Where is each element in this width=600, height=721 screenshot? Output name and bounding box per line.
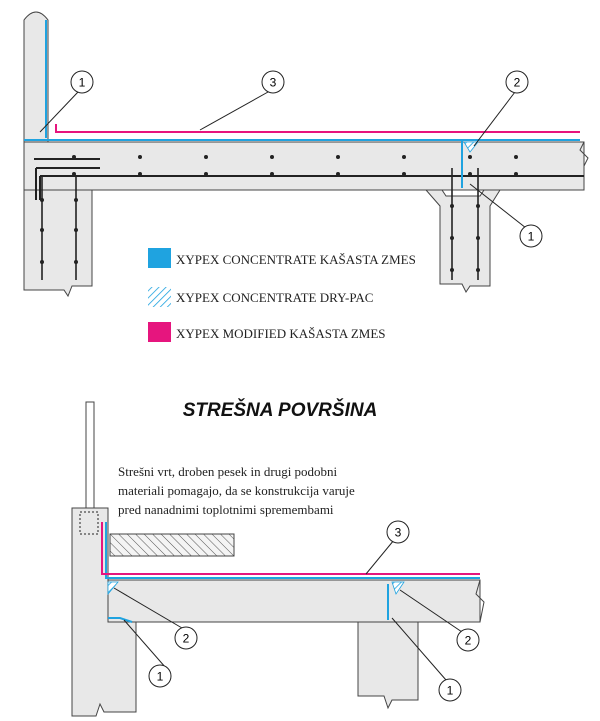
concentrate-slurry-line: [105, 522, 480, 579]
legend-label: XYPEX CONCENTRATE DRY-PAC: [176, 290, 373, 305]
roof-note-line: Strešni vrt, droben pesek in drugi podob…: [118, 464, 338, 479]
dry-pac-wedge: [463, 141, 479, 153]
callout-number: 2: [183, 632, 190, 646]
roof-slab-break: [475, 579, 485, 623]
roof-beam: [357, 621, 419, 710]
parapet-wall: [71, 507, 137, 717]
top-left-column: [23, 189, 93, 298]
top-slab: [23, 141, 585, 191]
top-left-wall: [23, 11, 49, 143]
legend: XYPEX CONCENTRATE KAŠASTA ZMES XYPEX CON…: [148, 248, 416, 342]
parapet-anchor-box: [79, 511, 99, 535]
dry-pac-wedge: [391, 581, 405, 595]
callout-number: 3: [395, 526, 402, 540]
modified-slurry-line: [101, 522, 480, 575]
top-detail: 1 3 2 1: [23, 11, 589, 298]
bottom-detail: STREŠNA POVRŠINA Strešni vrt, droben pes…: [71, 399, 485, 717]
section-title: STREŠNA POVRŠINA: [183, 399, 378, 421]
top-callouts: 1 3 2 1: [70, 70, 543, 248]
callout-number: 3: [270, 76, 277, 90]
gravel-bed: [109, 533, 235, 557]
dry-pac-wedge: [107, 581, 119, 596]
callout-number: 1: [157, 670, 164, 684]
modified-slurry-line: [55, 124, 580, 133]
leader-lines: [113, 539, 463, 681]
bottom-callouts: 3 2 1 2 1: [148, 520, 480, 702]
legend-swatch-modified-slurry: [148, 322, 171, 342]
top-right-beam: [424, 189, 501, 293]
legend-swatch-concentrate-slurry: [148, 248, 171, 268]
callout-number: 2: [465, 634, 472, 648]
top-slab-break: [579, 141, 589, 190]
roof-note-line: pred nanadnimi toplotnimi spremembami: [118, 502, 334, 517]
callout-number: 1: [447, 684, 454, 698]
concentrate-slurry-line: [108, 617, 133, 623]
roof-slab: [107, 579, 481, 623]
roof-note-line: materiali pomagajo, da se konstrukcija v…: [118, 483, 355, 498]
rebar-dots: [40, 155, 518, 272]
legend-label: XYPEX CONCENTRATE KAŠASTA ZMES: [176, 252, 416, 267]
callout-number: 2: [514, 76, 521, 90]
callout-number: 1: [528, 230, 535, 244]
callout-number: 1: [79, 76, 86, 90]
leader-lines: [39, 91, 527, 229]
legend-swatch-dry-pac: [148, 287, 171, 307]
legend-label: XYPEX MODIFIED KAŠASTA ZMES: [176, 326, 386, 341]
